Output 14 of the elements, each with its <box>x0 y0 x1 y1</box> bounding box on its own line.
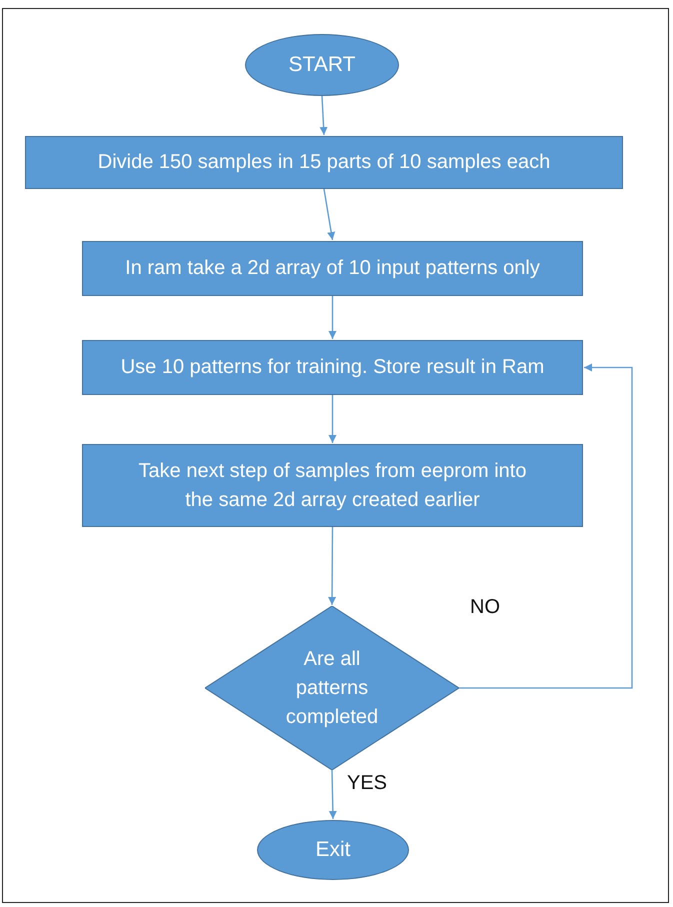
arrow <box>328 770 337 820</box>
arrow <box>328 296 336 339</box>
arrow <box>323 188 336 240</box>
terminal-oval: Exit <box>257 820 409 880</box>
decision-diamond: Are all patterns completed <box>205 606 459 770</box>
process-box: Take next step of samples from eeprom into the same 2d array created earlier <box>82 444 583 527</box>
arrow <box>320 96 328 136</box>
process-box: In ram take a 2d array of 10 input patterns only <box>82 241 583 296</box>
arrow <box>328 527 336 605</box>
process-box: Divide 150 samples in 15 parts of 10 samples each <box>25 136 623 189</box>
process-box: Use 10 patterns for training. Store result in Ram <box>82 340 583 395</box>
arrow <box>328 395 336 443</box>
arrow <box>459 364 633 689</box>
terminal-oval: START <box>245 34 399 96</box>
